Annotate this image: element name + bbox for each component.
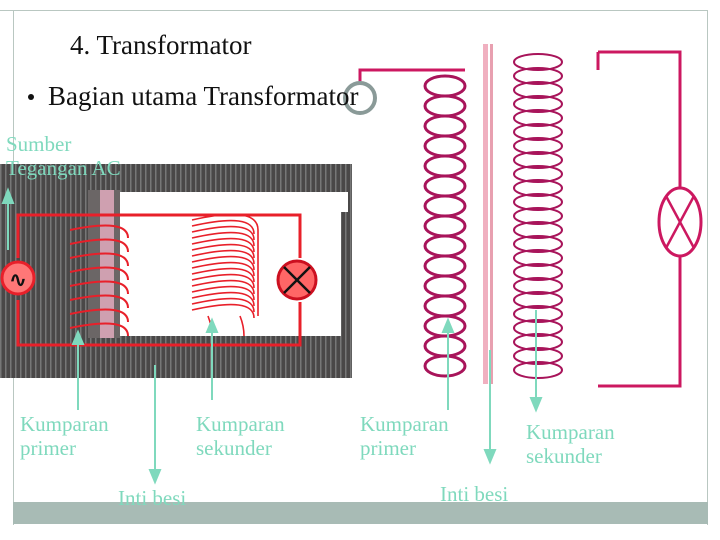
- slide-title: 4. Transformator: [70, 30, 252, 60]
- label-left-core: Inti besi: [118, 486, 187, 510]
- label-right-primary: Kumparan primer: [360, 412, 449, 460]
- right-pointer-arrows: [441, 310, 543, 465]
- left-pointer-arrows: [71, 317, 219, 485]
- label-right-core: Inti besi: [440, 482, 509, 506]
- label-source: Sumber Tegangan AC: [6, 132, 121, 180]
- right-iron-core: [483, 44, 493, 384]
- left-wires: [16, 213, 302, 347]
- right-primary-coil: [423, 74, 467, 378]
- bullet-text: Bagian utama Transformator: [48, 81, 359, 111]
- lamp-icon: [276, 259, 318, 301]
- ring-icon: [343, 81, 377, 115]
- ac-source-icon: ∿: [0, 260, 36, 296]
- right-secondary-coil: [513, 53, 563, 379]
- source-arrow: [1, 187, 15, 250]
- frame-top-line: [0, 10, 708, 11]
- frame-right-line: [707, 10, 708, 525]
- lamp-icon: [657, 186, 703, 258]
- left-primary-coil: [69, 224, 129, 337]
- bullet-icon: [28, 93, 34, 100]
- label-left-secondary: Kumparan sekunder: [196, 412, 285, 460]
- left-secondary-coil: [191, 213, 259, 339]
- label-right-secondary: Kumparan sekunder: [526, 420, 615, 468]
- bullet-item: Bagian utama Transformator: [28, 81, 358, 112]
- ac-symbol: ∿: [9, 268, 27, 293]
- label-left-primary: Kumparan primer: [20, 412, 109, 460]
- footer-bar: [13, 502, 708, 524]
